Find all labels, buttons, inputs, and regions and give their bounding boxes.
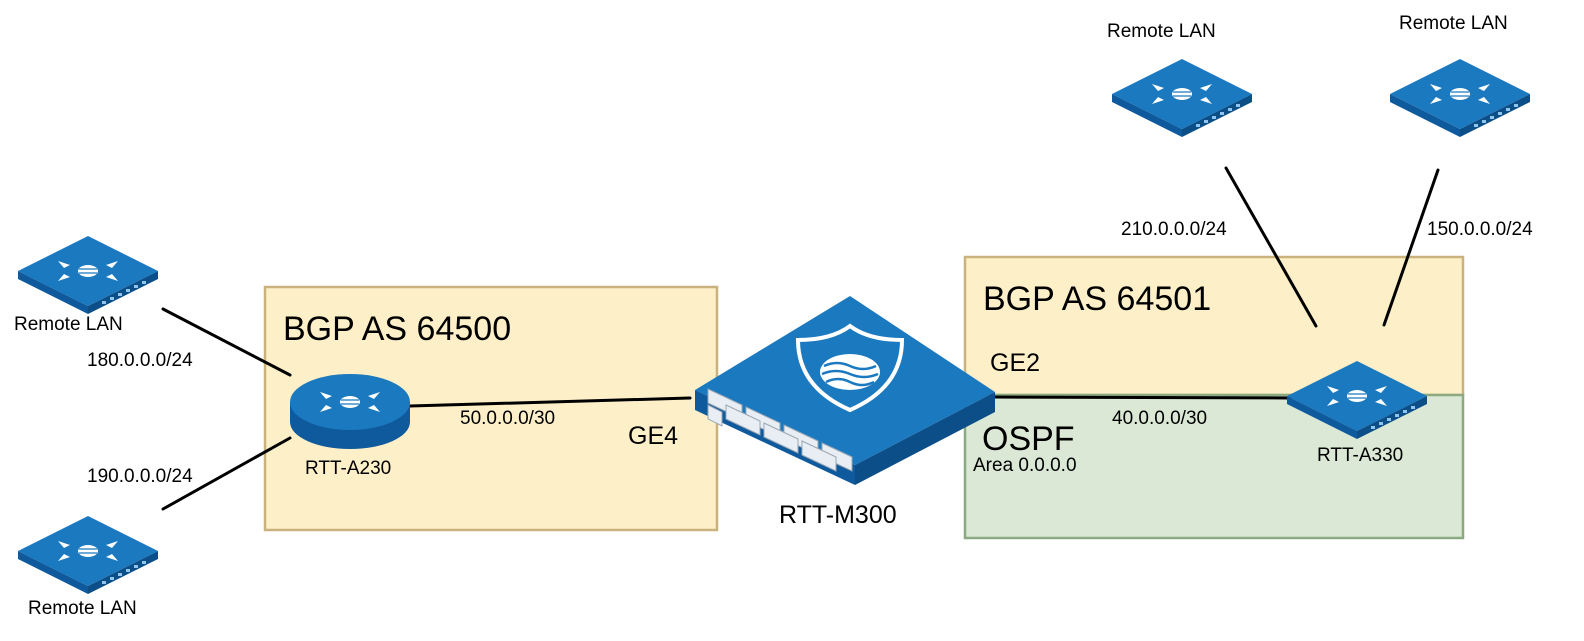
link-net-50: [408, 396, 692, 408]
rtt-a230-router: [290, 374, 410, 449]
bgp-as-64500-label: BGP AS 64500: [283, 310, 511, 348]
lan-top-right-label: Remote LAN: [1399, 13, 1508, 34]
ge4-interface-label: GE4: [628, 422, 678, 450]
net-150-label: 150.0.0.0/24: [1427, 219, 1533, 240]
link-net-150: [1382, 168, 1440, 327]
rtt-m300-firewall: [695, 296, 995, 485]
net-180-label: 180.0.0.0/24: [87, 350, 193, 371]
link-net-210: [1224, 166, 1318, 328]
ospf-label: OSPF: [982, 420, 1075, 458]
rtt-a230-label: RTT-A230: [305, 458, 391, 479]
bgp-as-64501-zone: [963, 255, 1465, 397]
net-190-label: 190.0.0.0/24: [87, 466, 193, 487]
net-50-label: 50.0.0.0/30: [460, 408, 555, 429]
link-lan-top-left: [161, 307, 292, 377]
lan-bottom-left-label: Remote LAN: [28, 598, 137, 619]
remote-lan-top-right-switch: [1389, 58, 1531, 138]
ospf-area-label: Area 0.0.0.0: [973, 455, 1077, 476]
remote-lan-top-left-switch: [17, 235, 159, 315]
net-210-label: 210.0.0.0/24: [1121, 219, 1227, 240]
rtt-a330-label: RTT-A330: [1317, 445, 1403, 466]
rtt-m300-label: RTT-M300: [779, 501, 897, 529]
link-net-40: [988, 395, 1292, 400]
lan-top-mid-label: Remote LAN: [1107, 21, 1216, 42]
net-40-label: 40.0.0.0/30: [1112, 408, 1207, 429]
remote-lan-bottom-left-switch: [17, 515, 159, 595]
bgp-as-64501-label: BGP AS 64501: [983, 280, 1211, 318]
lan-top-left-label: Remote LAN: [14, 314, 123, 335]
link-lan-bottom-left: [161, 436, 292, 511]
remote-lan-top-mid-switch: [1111, 58, 1253, 138]
ge2-interface-label: GE2: [990, 349, 1040, 377]
